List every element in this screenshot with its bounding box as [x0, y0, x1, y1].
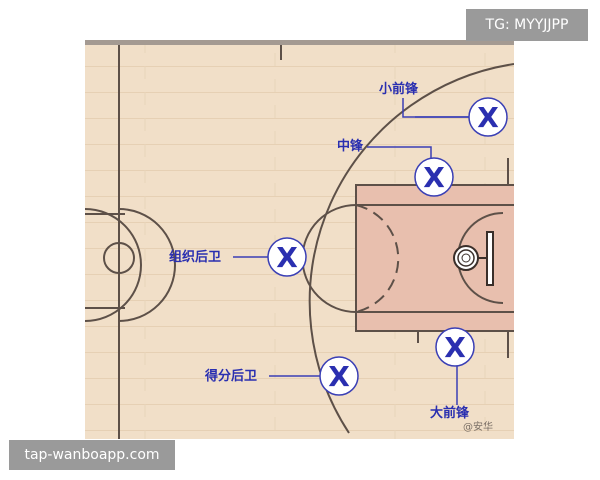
- center-circle-right: [118, 208, 176, 322]
- player-marker-x: X: [423, 161, 445, 194]
- player-marker-x: X: [328, 360, 350, 393]
- player-shooting-guard: X: [319, 356, 359, 396]
- backboard: [486, 231, 494, 286]
- player-center: X: [414, 157, 454, 197]
- player-marker-x: X: [444, 331, 466, 364]
- label-center: 中锋: [337, 138, 364, 154]
- player-marker-x: X: [276, 241, 298, 274]
- watermark-top-right: TG: MYYJJPP: [466, 9, 588, 41]
- leader-small-forward-path: [402, 98, 469, 118]
- leader-center-path: [367, 146, 432, 160]
- label-point-guard: 组织后卫: [169, 249, 221, 265]
- label-power-forward: 大前锋: [430, 405, 470, 421]
- source-credit: @安华: [463, 420, 493, 433]
- hoop-inner: [457, 249, 475, 267]
- free-throw-arc-inner: [355, 204, 400, 313]
- player-point-guard: X: [267, 237, 307, 277]
- basketball-court-diagram: X X X X X 小前锋 中锋 组织后卫 得分后卫 大前锋 @安华: [85, 40, 514, 439]
- hoop-inner-2: [461, 253, 471, 263]
- player-power-forward: X: [435, 327, 475, 367]
- player-marker-x: X: [477, 101, 499, 134]
- center-small-circle: [103, 242, 135, 274]
- sideline: [85, 40, 514, 45]
- three-point-arc: [308, 63, 514, 434]
- label-shooting-guard: 得分后卫: [204, 368, 257, 384]
- watermark-bottom-left: tap-wanboapp.com: [9, 440, 175, 470]
- label-small-forward: 小前锋: [379, 81, 419, 97]
- player-small-forward: X: [468, 97, 508, 137]
